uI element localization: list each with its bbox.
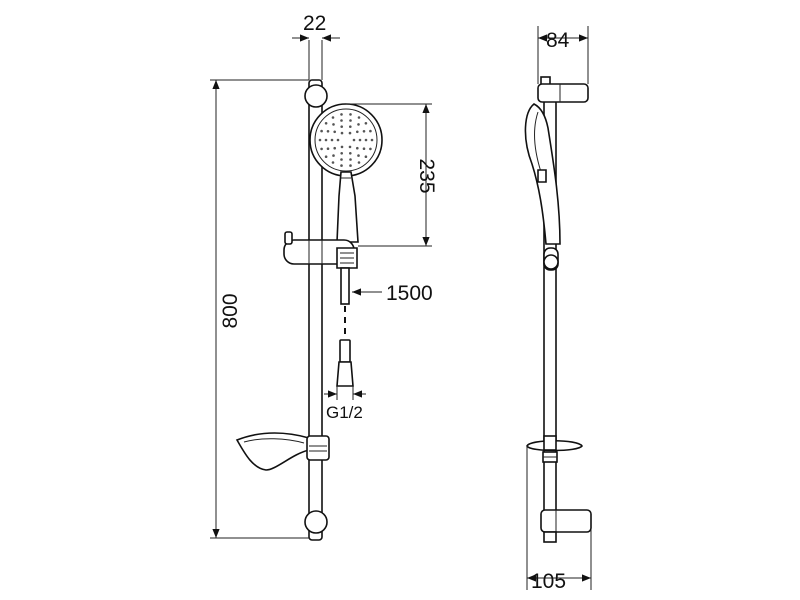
shower-hose [336,267,354,387]
side-top-bracket [537,76,589,103]
spray-nozzle [340,158,343,161]
side-slider-holder [543,247,559,271]
spray-nozzle [336,138,340,142]
spray-nozzle [331,161,335,164]
spray-nozzle [340,119,343,122]
rail-bottom-bracket [304,510,328,534]
spray-nozzle [362,130,366,133]
dimension-top-depth-label: 84 [546,29,570,52]
soap-dish [235,432,330,471]
dimension-hose-length: 1500 [352,282,433,305]
dimension-top-depth: 84 [537,26,589,84]
spray-nozzle [356,130,359,134]
dimension-rail-diameter-label: 22 [303,12,326,35]
spray-nozzle [326,130,330,133]
spray-nozzle [348,131,352,135]
dimension-bottom-depth: 105 [526,446,592,593]
rail-top-bracket [304,84,328,108]
spray-nozzle [349,158,352,161]
spray-nozzle [369,129,372,133]
spray-nozzle [340,145,344,149]
spray-nozzle [330,138,334,142]
side-soap-dish [526,435,583,463]
spray-nozzle [357,154,360,157]
spray-nozzle [364,155,368,158]
spray-nozzle [356,146,359,150]
dimension-rail-length: 800 [210,79,310,539]
spray-nozzle [352,138,356,142]
dimension-hose-length-label: 1500 [386,282,433,305]
spray-nozzle [340,152,344,155]
hand-shower-handle [336,171,359,243]
spray-nozzle [349,113,352,116]
spray-nozzle [369,147,372,151]
spray-nozzle [349,164,352,167]
spray-nozzle [332,123,335,126]
spray-nozzle [324,155,328,158]
spray-nozzle [324,138,328,142]
spray-nozzle [332,154,335,157]
dimension-head-diameter-label: 235 [415,158,438,193]
side-hand-shower [524,103,561,245]
dimension-head-diameter: 235 [346,103,438,247]
spray-nozzles [318,113,374,167]
dimension-rail-diameter: 22 [292,12,340,80]
dimension-thread: G1/2 [324,386,366,422]
spray-nozzle [357,161,361,164]
spray-nozzle [320,129,323,133]
spray-nozzle [348,145,352,149]
hand-shower-head [309,103,383,177]
spray-nozzle [318,138,322,142]
spray-nozzle [362,147,366,150]
spray-nozzle [333,146,337,150]
spray-nozzle [324,122,328,125]
dimension-rail-length-label: 800 [219,293,242,328]
side-bottom-bracket [540,509,592,543]
spray-nozzle [340,164,343,167]
spray-nozzle [370,138,374,142]
side-view: 84 105 [524,26,592,593]
spray-nozzle [364,122,368,125]
dimension-thread-label: G1/2 [326,403,363,422]
spray-nozzle [357,116,361,119]
dimension-bottom-depth-label: 105 [531,570,566,593]
spray-nozzle [340,113,343,116]
front-view: 22 800 235 1500 G1/2 [210,12,438,541]
spray-nozzle [358,138,362,142]
slider-holder [283,231,358,269]
spray-nozzle [340,131,344,135]
slide-rail [308,79,323,541]
spray-nozzle [349,119,352,122]
spray-nozzle [340,125,344,128]
spray-nozzle [349,125,352,128]
spray-nozzle [331,116,335,119]
spray-nozzle [357,123,360,126]
spray-nozzle [320,147,323,151]
spray-nozzle [326,147,330,150]
spray-nozzle [349,152,352,155]
spray-nozzle [333,130,337,134]
spray-nozzle [364,138,368,142]
